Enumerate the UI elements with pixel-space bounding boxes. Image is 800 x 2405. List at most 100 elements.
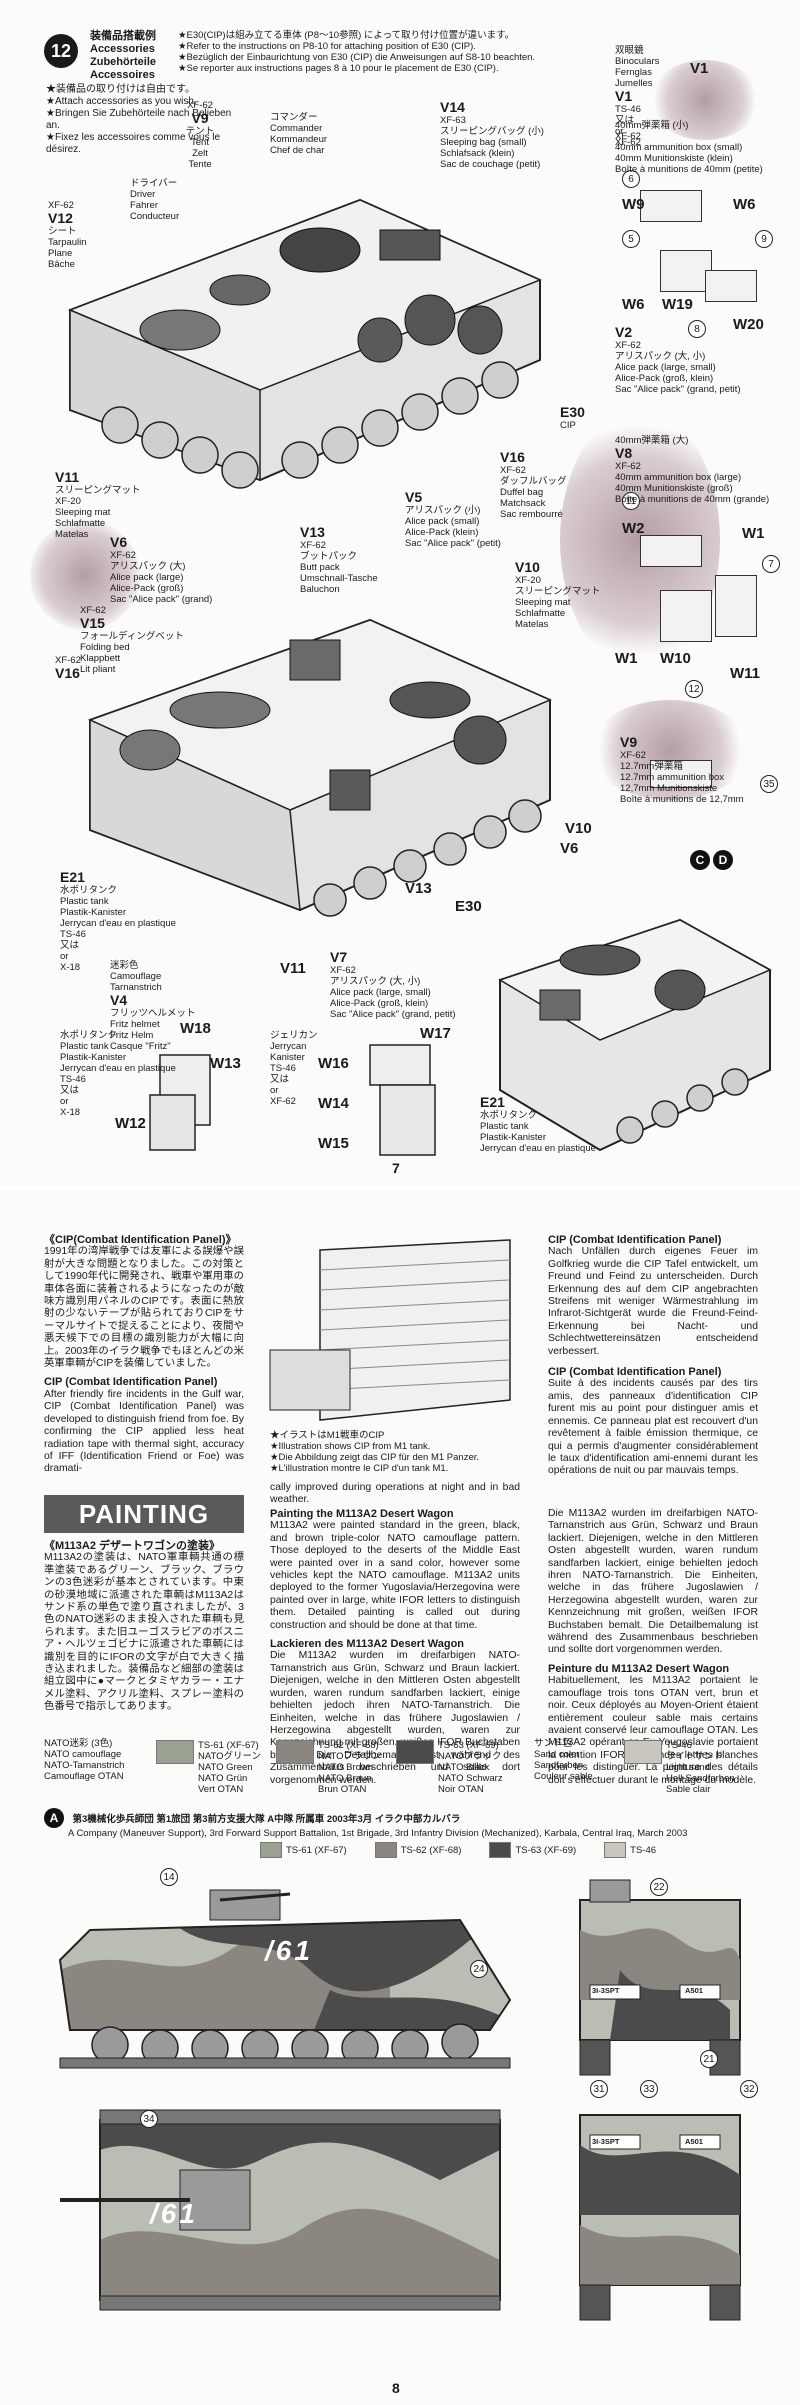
part-label: W20 xyxy=(733,316,764,333)
decal-ref: 14 xyxy=(160,1868,178,1886)
callout-line: スリーピングマット xyxy=(515,586,601,597)
callout-line: Commander xyxy=(270,123,323,134)
jerrycan-parts-illustration xyxy=(149,1044,436,1156)
callout-line: Jerrycan d'eau en plastique xyxy=(480,1143,596,1154)
part-label: W17 xyxy=(420,1025,451,1042)
part-label: W1 xyxy=(615,650,638,667)
part-w20-box xyxy=(705,270,757,302)
callout-line: Plastik-Kanister xyxy=(480,1132,546,1143)
vehicle-number-side: /61 xyxy=(265,1935,313,1966)
badge-c: C xyxy=(690,850,710,870)
camo-rear-view xyxy=(579,2114,741,2321)
callout-line: Sleeping mat xyxy=(515,597,571,608)
callout-line: Jerrycan xyxy=(270,1041,307,1052)
camo-front-view xyxy=(579,1879,741,2076)
part-label: V13 xyxy=(405,880,432,897)
callout-line: Alice pack (large) xyxy=(110,572,184,583)
callout-line: V16 xyxy=(55,665,80,681)
callout-line: XF-62 xyxy=(187,100,213,111)
callout-line: 又は xyxy=(60,940,80,951)
part-label: E30 xyxy=(455,898,482,915)
callout-line: or xyxy=(60,1096,69,1107)
callout-line: 40mm ammunition box (small) xyxy=(615,142,743,153)
callout-line: V5 xyxy=(405,489,423,505)
legend-item: TS-63 (XF-69) xyxy=(489,1842,576,1858)
callout-line: テント xyxy=(185,126,215,137)
part-label: W15 xyxy=(318,1135,349,1152)
callout-line: 迷彩色 xyxy=(110,960,139,971)
callout-line: V14 xyxy=(440,99,465,115)
callout-line: XF-62 xyxy=(80,605,106,616)
callout-line: Zelt xyxy=(192,148,208,159)
page-number: 8 xyxy=(392,2380,400,2396)
callout-line: Duffel bag xyxy=(500,487,544,498)
callout-line: XF-62 xyxy=(110,550,136,561)
part-label: W2 xyxy=(622,520,645,537)
part-label: W14 xyxy=(318,1095,349,1112)
marking-en: A Company (Maneuver Support), 3rd Forwar… xyxy=(68,1828,688,1839)
callout-line: V10 xyxy=(515,559,540,575)
legend-item: TS-62 (XF-68) xyxy=(374,1842,461,1858)
callout-line: Fahrer xyxy=(130,200,158,211)
callout-line: アリスパック (大, 小) xyxy=(615,351,706,362)
callout-line: 40mm ammunition box (large) xyxy=(615,472,742,483)
cip-en-continued: cally improved during operations at nigh… xyxy=(270,1482,520,1506)
callout-line: Plastik-Kanister xyxy=(60,907,126,918)
ref-number: 35 xyxy=(760,775,778,793)
callout-line: X-18 xyxy=(60,962,81,973)
callout-line: 水ポリタンク xyxy=(60,885,118,896)
callout-line: Boîte à munitions de 12,7mm xyxy=(620,794,744,805)
callout-line: E21 xyxy=(60,869,85,885)
swatch-ts63-color xyxy=(396,1740,434,1764)
cip-de-fr-section: CIP (Combat Identification Panel) Nach U… xyxy=(548,1234,758,1477)
callout-line: XF-62 xyxy=(300,540,326,551)
part-label: V6 xyxy=(560,840,579,857)
part-v9-ammo-box xyxy=(650,760,712,788)
callout-line: Umschnall-Tasche xyxy=(300,573,378,584)
callout-line: Tente xyxy=(188,159,212,170)
callout-line: Boîte à munitions de 40mm (grande) xyxy=(615,494,770,505)
part-label: W9 xyxy=(622,196,645,213)
callout-line: アリスパック (大) xyxy=(110,561,186,572)
callout-line: Plastik-Kanister xyxy=(60,1052,126,1063)
part-label: W11 xyxy=(730,665,761,682)
callout-line: Kommandeur xyxy=(270,134,328,145)
callout-line: スリーピングマット xyxy=(55,485,141,496)
swatch-ts61-color xyxy=(156,1740,194,1764)
paint-en-de-section: Painting the M113A2 Desert Wagon M113A2 … xyxy=(270,1508,520,1786)
badge-d: D xyxy=(713,850,733,870)
callout-line: Alice-Pack (klein) xyxy=(405,527,479,538)
painting-title: PAINTING xyxy=(44,1495,244,1533)
callout-line: 12,7mm Munitionskiste xyxy=(620,783,718,794)
ref-number: 12 xyxy=(685,680,703,698)
part-w9-box xyxy=(640,190,702,222)
callout-line: Baluchon xyxy=(300,584,340,595)
ref-number: 9 xyxy=(755,230,773,248)
callout-line: 水ポリタンク xyxy=(480,1110,538,1121)
callout-line: V12 xyxy=(48,210,73,226)
camo-side-view xyxy=(58,1889,512,2069)
callout-line: XF-62 xyxy=(330,965,356,976)
callout-line: Kanister xyxy=(270,1052,305,1063)
legend-item: TS-46 xyxy=(604,1842,656,1858)
callout-line: X-18 xyxy=(60,1107,81,1118)
callout-line: Bâche xyxy=(48,259,75,270)
part-label: W13 xyxy=(210,1055,241,1072)
callout-line: CIP xyxy=(560,420,576,431)
marking-letter: A xyxy=(44,1808,64,1828)
callout-line: Casque "Fritz" xyxy=(110,1041,171,1052)
callout-line: XF-20 xyxy=(515,575,541,586)
marking-jp: 第3機械化歩兵師団 第1旅団 第3前方支援大隊 A中隊 所属車 2003年3月 … xyxy=(72,1814,461,1825)
part-label: W12 xyxy=(115,1115,146,1132)
vehicle-number-top: /61 xyxy=(150,2198,198,2229)
callout-line: フリッツヘルメット xyxy=(110,1008,196,1019)
vehicle-top-illustration xyxy=(67,198,542,489)
